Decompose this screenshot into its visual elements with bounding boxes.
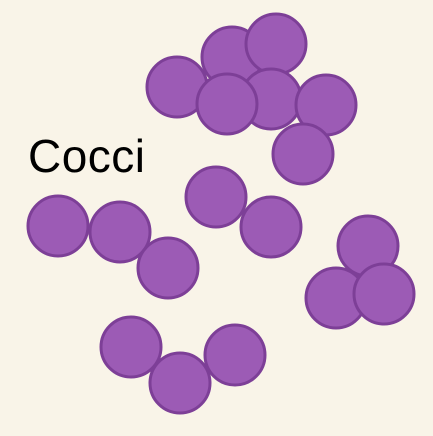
cocci-label: Cocci <box>28 130 146 182</box>
streptococci-chain-cell-1 <box>26 194 90 258</box>
tetrad-group <box>304 214 416 330</box>
bottom-chain <box>99 315 267 415</box>
staphylococci-cluster-cell-8 <box>271 122 335 186</box>
tetrad-group-cell-3 <box>352 262 416 326</box>
diplococci-pair-cell-2 <box>239 195 303 259</box>
staphylococci-cluster-cell-6 <box>195 72 259 136</box>
streptococci-chain-cell-2 <box>88 200 152 264</box>
bottom-chain-cell-1 <box>99 315 163 379</box>
staphylococci-cluster-cell-4 <box>244 12 308 76</box>
streptococci-chain <box>26 194 200 300</box>
bottom-chain-cell-2 <box>148 351 212 415</box>
staphylococci-cluster <box>145 12 358 186</box>
diplococci-pair <box>184 165 303 259</box>
streptococci-chain-cell-3 <box>136 236 200 300</box>
bottom-chain-cell-3 <box>203 323 267 387</box>
diplococci-pair-cell-1 <box>184 165 248 229</box>
